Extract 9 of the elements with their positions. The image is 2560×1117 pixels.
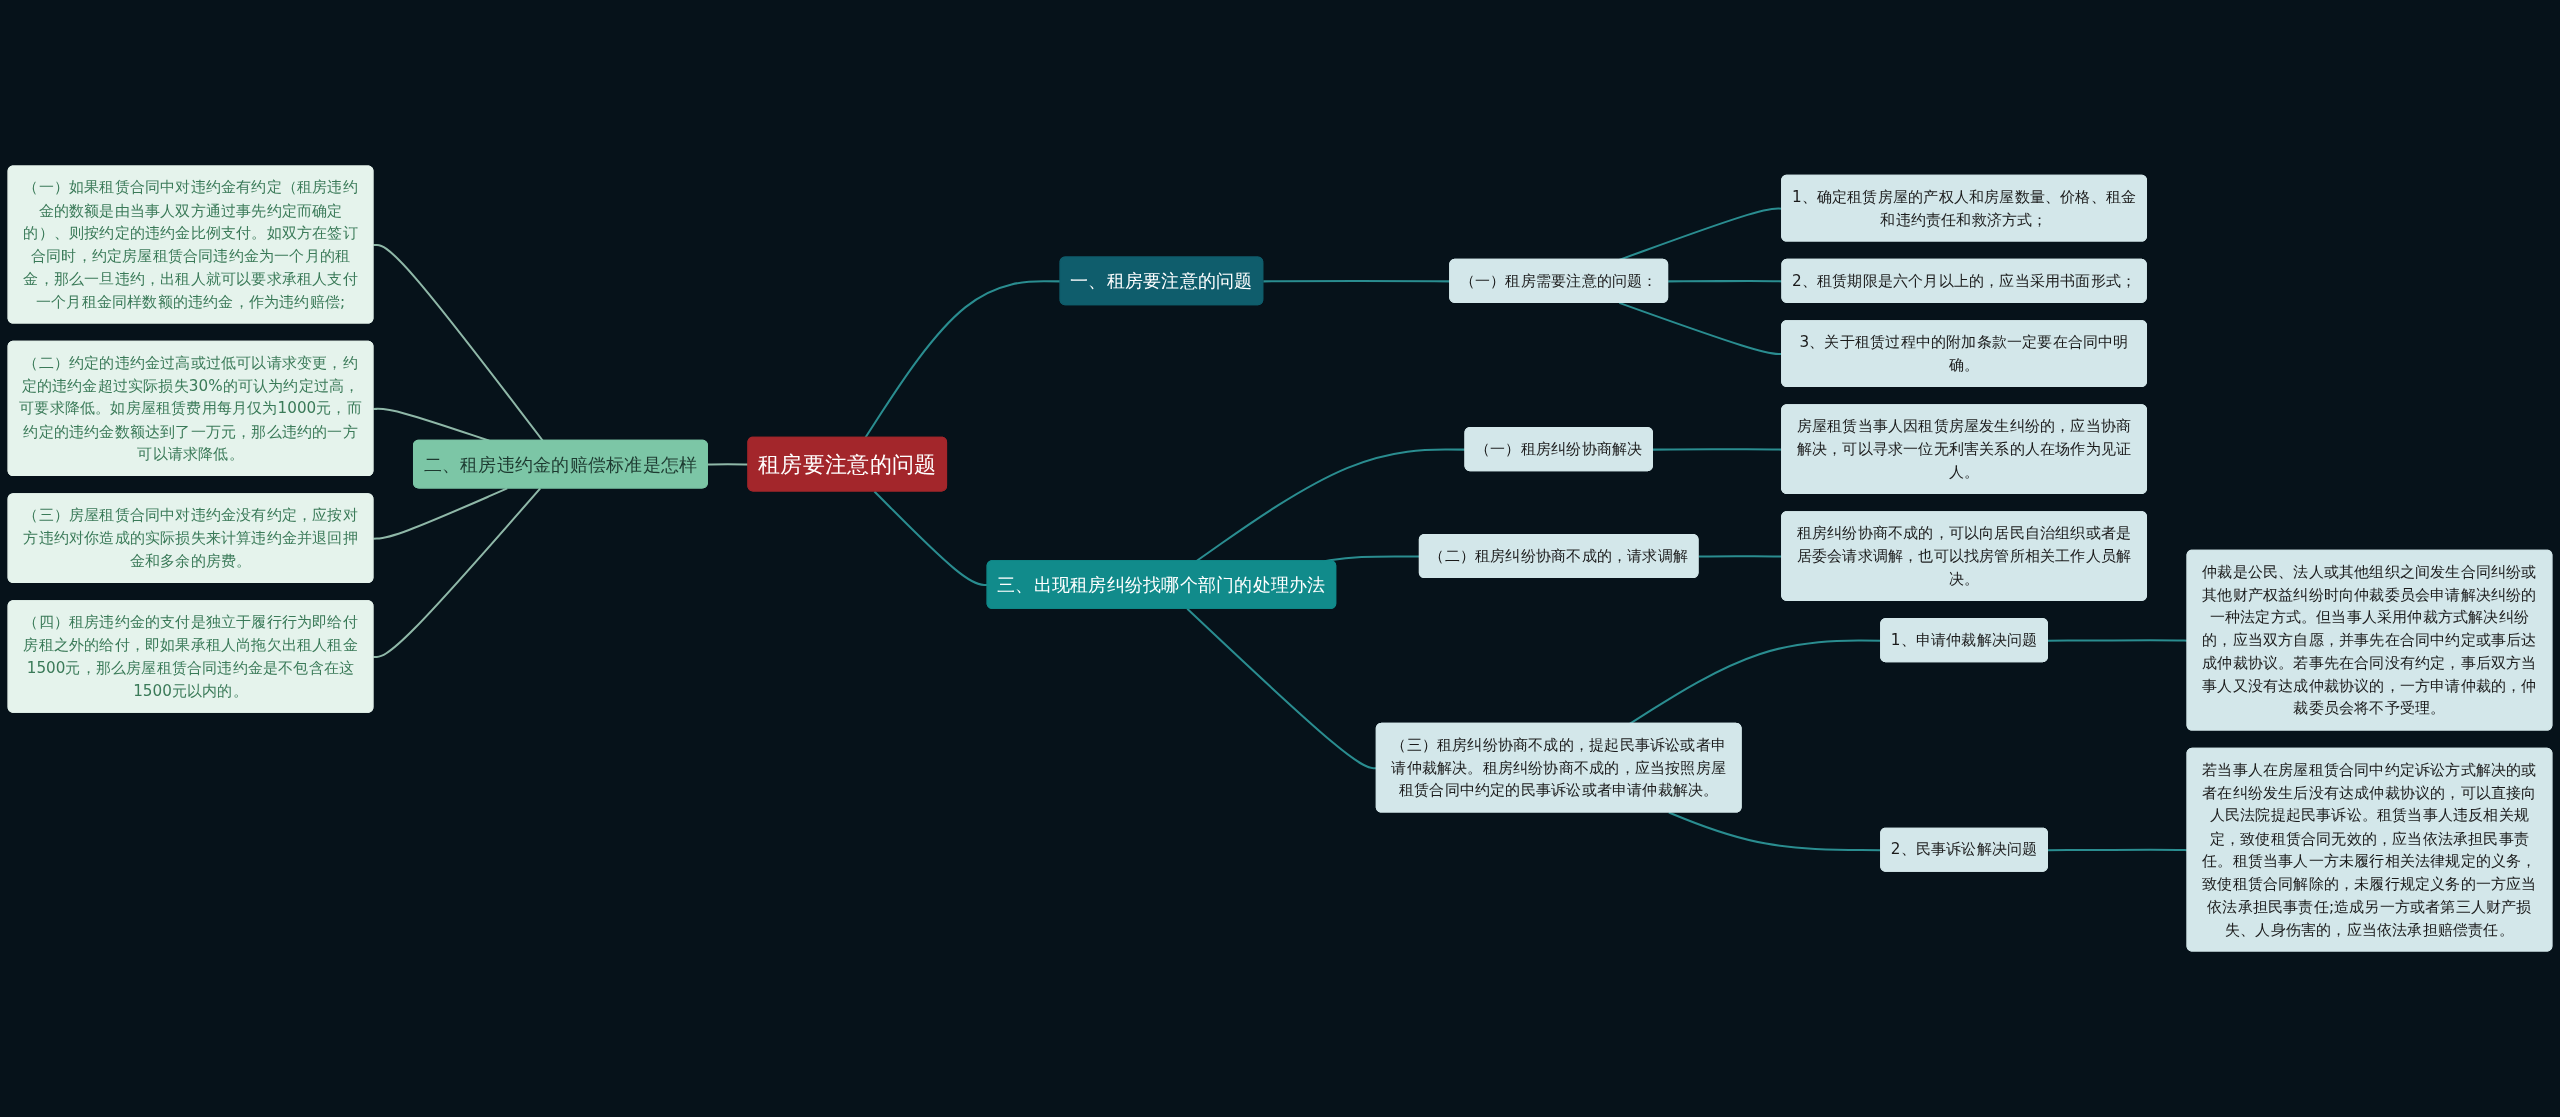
connector <box>373 487 541 658</box>
connector <box>373 407 490 442</box>
connector <box>2047 639 2188 642</box>
connector <box>873 490 988 587</box>
connector <box>1186 608 1377 770</box>
connector <box>373 243 544 442</box>
connector <box>864 280 1061 439</box>
connector <box>2047 848 2188 852</box>
connector <box>373 487 508 540</box>
